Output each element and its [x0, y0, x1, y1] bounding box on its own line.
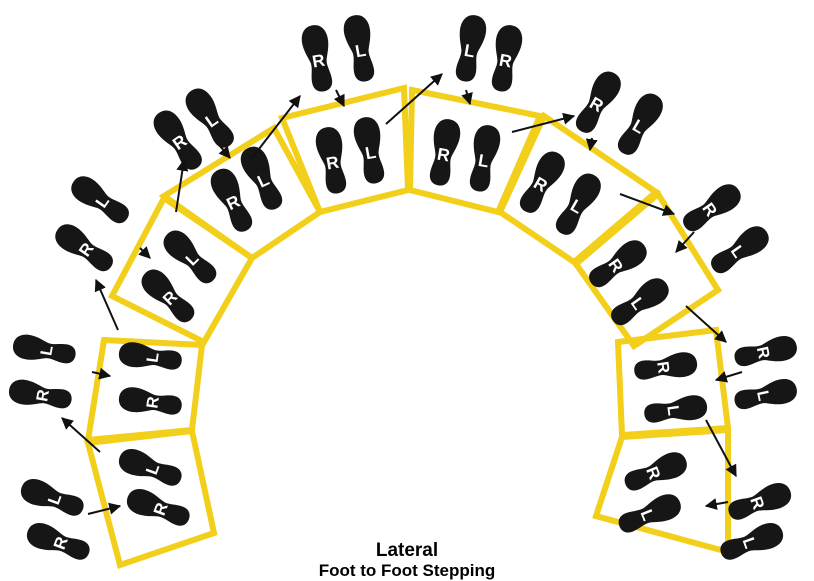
step-arrow: [706, 502, 728, 506]
left-footprint-icon: L: [706, 221, 774, 279]
right-footprint-icon: R: [50, 219, 118, 277]
right-footprint-icon: R: [633, 350, 699, 383]
left-footprint-icon: L: [612, 89, 668, 160]
right-footprint-icon: R: [299, 23, 336, 93]
left-footprint-icon: L: [351, 115, 388, 185]
left-footprint-icon: L: [732, 376, 799, 413]
right-footprint-icon: R: [570, 67, 626, 138]
left-footprint-icon: L: [17, 475, 87, 521]
right-footprint-icon: R: [136, 264, 200, 328]
left-footprint-icon: L: [606, 273, 674, 331]
diagram-title: Lateral: [0, 540, 814, 562]
left-footprint-icon: L: [465, 123, 502, 193]
right-footprint-icon: R: [7, 377, 74, 412]
left-footprint-icon: L: [11, 332, 78, 367]
left-footprint-icon: L: [341, 13, 378, 83]
step-frame: [282, 88, 408, 212]
right-footprint-icon: R: [621, 448, 691, 496]
right-footprint-icon: R: [725, 479, 795, 525]
right-footprint-icon: R: [123, 485, 193, 531]
step-arrow: [686, 306, 726, 342]
left-footprint-icon: L: [115, 445, 185, 491]
left-footprint-icon: L: [236, 142, 288, 214]
right-footprint-icon: R: [425, 117, 462, 187]
diagram-subtitle: Foot to Foot Stepping: [0, 561, 814, 581]
right-footprint-icon: R: [732, 333, 799, 370]
step-arrow: [140, 248, 150, 258]
right-footprint-icon: R: [313, 125, 350, 195]
left-footprint-icon: L: [643, 393, 709, 426]
left-footprint-icon: L: [550, 169, 606, 240]
right-footprint-icon: R: [678, 179, 746, 237]
step-frame: [596, 430, 728, 552]
left-footprint-icon: L: [451, 13, 488, 83]
right-footprint-icon: R: [117, 385, 183, 418]
right-footprint-icon: R: [487, 23, 524, 93]
left-footprint-icon: L: [66, 171, 134, 229]
step-arrow: [62, 418, 100, 452]
